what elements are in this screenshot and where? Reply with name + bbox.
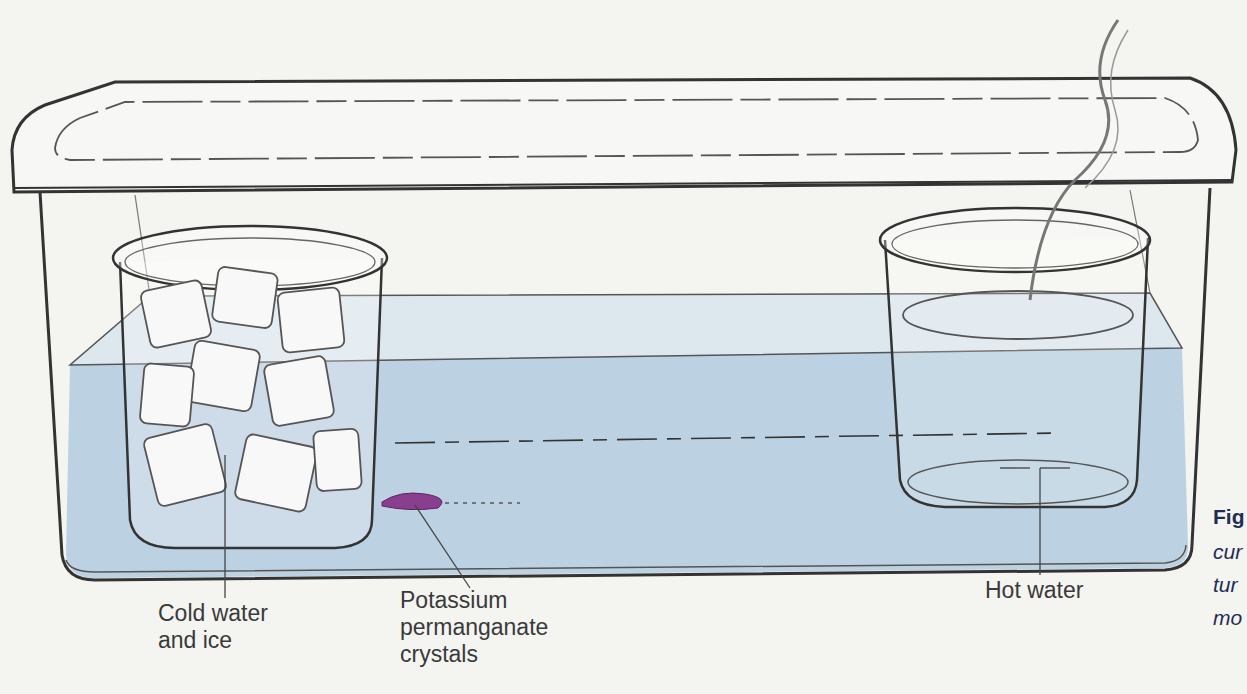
- caption-fragment: cur: [1213, 540, 1247, 564]
- tank-wall: [40, 188, 1210, 580]
- lid-rim: [55, 98, 1198, 160]
- label-text: Potassium permanganate crystals: [400, 587, 560, 668]
- dashed-line: [395, 433, 1060, 443]
- label-text: Hot water: [985, 577, 1125, 604]
- tank-lid: [12, 78, 1236, 192]
- caption-fragment: Fig: [1213, 505, 1247, 529]
- label-text: Cold water and ice: [158, 600, 298, 654]
- permanganate-crystals: [382, 493, 442, 510]
- dashed-line: [445, 502, 520, 504]
- caption-fragment: mo: [1213, 606, 1247, 630]
- caption-fragment: tur: [1213, 573, 1247, 597]
- leader-line: [1039, 468, 1040, 575]
- leader-line: [415, 505, 470, 588]
- leader-line: [224, 455, 225, 598]
- lid-edge: [14, 180, 1232, 188]
- cold-beaker: [113, 226, 387, 548]
